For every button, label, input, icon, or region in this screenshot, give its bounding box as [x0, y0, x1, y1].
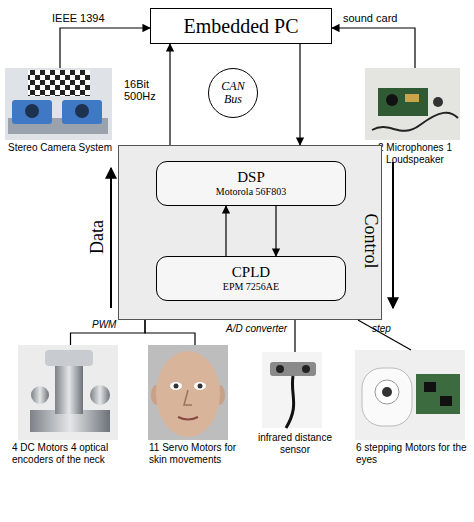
photo-background	[365, 68, 460, 140]
face-pupil	[198, 384, 203, 389]
face-pupil	[174, 384, 179, 389]
data-flow-arrow	[110, 168, 112, 308]
connector	[332, 28, 415, 68]
connector	[71, 320, 146, 345]
bus-circle: CAN Bus	[208, 68, 258, 118]
eye-housing	[362, 368, 412, 426]
node-label: Data	[86, 197, 108, 277]
computer-box: Embedded PC	[150, 8, 332, 44]
node-label: EPM 7256AE	[223, 281, 279, 293]
face-mouth	[178, 417, 198, 420]
connector	[275, 206, 276, 256]
photo-background	[5, 68, 112, 140]
face-photo: 11 Servo Motors for skin movements	[145, 345, 245, 466]
face-nose	[184, 390, 192, 405]
eye-illustration	[355, 350, 465, 440]
connector	[225, 206, 226, 256]
photo-background	[355, 350, 465, 440]
driver-board	[416, 374, 460, 414]
photo-background	[262, 352, 322, 428]
microphone-capsule	[386, 94, 398, 106]
camera-lens	[75, 104, 89, 118]
sensor-board	[270, 362, 316, 376]
eye-ball	[375, 380, 399, 404]
sensor-lens	[302, 365, 310, 373]
sensor-lens	[276, 365, 284, 373]
face-eye	[170, 382, 182, 390]
node-label: Motorola 56F803	[216, 186, 286, 198]
board-chip	[440, 396, 452, 406]
dc-motor	[31, 386, 49, 404]
connector	[358, 320, 411, 350]
photo-caption: 6 stepping Motors for the eyes	[352, 442, 470, 466]
connector	[60, 28, 150, 68]
photo-background	[18, 345, 118, 440]
photo-caption: Stereo Camera System	[5, 142, 115, 154]
processor-box: DSPMotorola 56F803	[156, 161, 346, 206]
connector	[169, 44, 170, 145]
connector	[299, 44, 300, 145]
camera-illustration	[5, 68, 112, 140]
stepper-photo: 6 stepping Motors for the eyes	[352, 350, 470, 466]
eye-pupil	[382, 387, 392, 397]
node-label: Embedded PC	[184, 15, 299, 38]
camera-body	[12, 100, 52, 124]
board-component	[405, 94, 419, 102]
edge-label: A/D converter	[226, 323, 287, 335]
loudspeaker	[433, 97, 443, 107]
camera-lens	[25, 104, 39, 118]
connector	[145, 320, 195, 345]
neck-column	[55, 362, 83, 414]
photo-caption: 4 DC Motors 4 optical encoders of the ne…	[8, 442, 133, 466]
controller-board: DataControlDSPMotorola 56F803CPLDEPM 725…	[118, 145, 382, 320]
sensor-illustration	[262, 352, 322, 428]
camera-photo: Stereo Camera System	[5, 68, 115, 154]
node-label: Control	[360, 191, 382, 291]
node-label: CPLD	[232, 264, 270, 281]
connector	[294, 320, 295, 352]
microphone-illustration	[365, 68, 460, 140]
node-label: CAN Bus	[218, 80, 248, 106]
camera-body	[62, 100, 102, 124]
sensor-cable	[286, 376, 294, 428]
control-flow-arrow	[392, 162, 394, 308]
photo-caption: 11 Servo Motors for skin movements	[145, 442, 245, 466]
circuit-board	[378, 88, 428, 116]
photo-background	[148, 345, 228, 440]
edge-label: step	[372, 323, 391, 335]
logic-box: CPLDEPM 7256AE	[156, 256, 346, 301]
face-illustration	[148, 345, 228, 440]
edge-label: 16Bit 500Hz	[124, 78, 168, 102]
checkerboard	[28, 70, 90, 96]
neck-head	[45, 350, 93, 366]
node-label: DSP	[237, 169, 265, 186]
sensor-photo: infrared distance sensor	[255, 352, 335, 456]
photo-caption: infrared distance sensor	[255, 432, 335, 456]
board-chip	[424, 382, 436, 392]
calibration-board	[28, 70, 90, 96]
neck-illustration	[18, 345, 118, 440]
face-eye	[194, 382, 206, 390]
edge-label: IEEE 1394	[52, 12, 105, 24]
edge-label: sound card	[343, 12, 397, 24]
face-skin	[156, 351, 220, 437]
dc-motor	[90, 385, 110, 405]
motor-photo: 4 DC Motors 4 optical encoders of the ne…	[8, 345, 133, 466]
edge-label: PWM	[92, 319, 116, 331]
